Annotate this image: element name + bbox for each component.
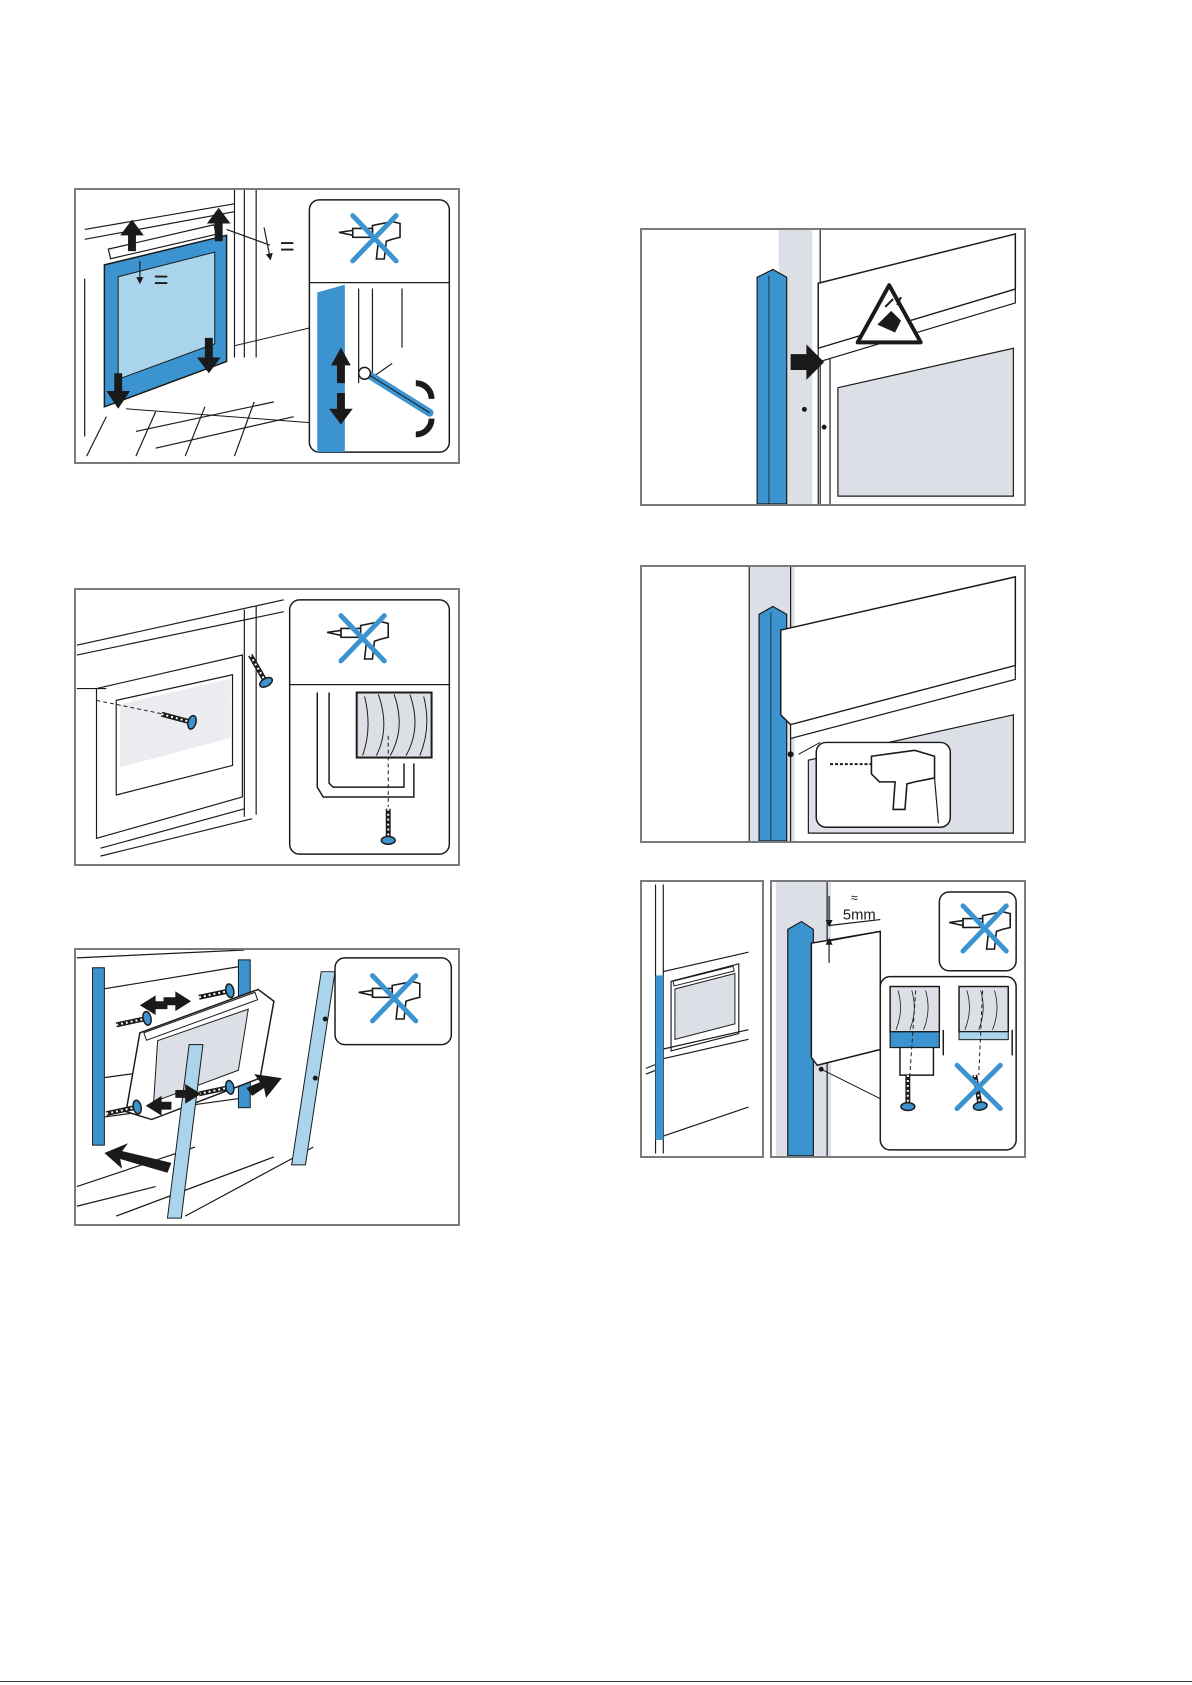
figure-pre-drilling xyxy=(640,565,1026,843)
gap-value-label: 5mm xyxy=(843,908,876,924)
figure-cabinet-overview xyxy=(640,880,764,1158)
screw-fixing-illustration xyxy=(76,590,458,864)
figure-screw-fixing xyxy=(74,588,460,866)
strip-insertion-illustration xyxy=(642,230,1024,504)
door-alignment-illustration: = = xyxy=(76,190,458,462)
pre-drilling-illustration xyxy=(642,567,1024,841)
figure-strip-insertion-warning xyxy=(640,228,1026,506)
gap-equal-side-label: = xyxy=(280,233,295,261)
footer-rule xyxy=(0,1681,1192,1682)
figure-gap-and-screw: ≈ 5mm xyxy=(770,880,1026,1158)
figure-door-alignment: = = xyxy=(74,188,460,464)
figure-side-strip-mounting xyxy=(74,948,460,1226)
gap-and-screw-illustration: ≈ 5mm xyxy=(772,882,1024,1156)
cabinet-overview-illustration xyxy=(642,882,762,1156)
side-strip-illustration xyxy=(76,950,458,1224)
wood-section-icon xyxy=(357,693,432,758)
drill-icon xyxy=(816,742,950,827)
blue-strip-icon xyxy=(757,269,787,504)
gap-equal-label: = xyxy=(154,267,169,295)
gap-approx-symbol: ≈ xyxy=(851,890,858,905)
blue-strip-icon xyxy=(788,922,814,1156)
